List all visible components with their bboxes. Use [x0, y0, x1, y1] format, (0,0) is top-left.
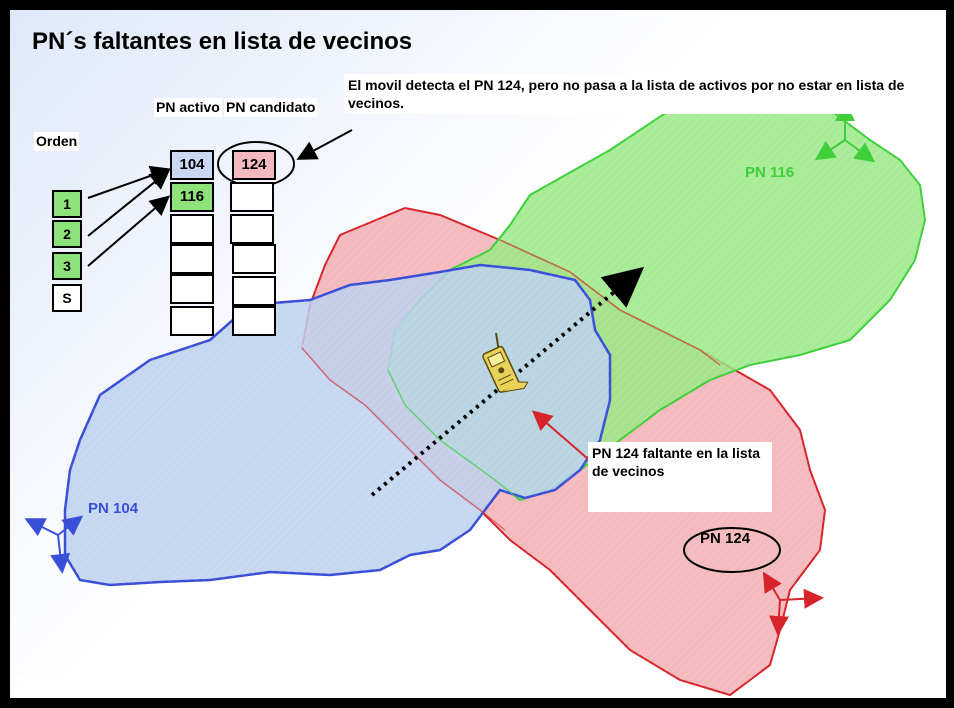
- orden-item-2: 2: [52, 220, 82, 248]
- candidato-cell-6: [232, 306, 276, 336]
- orden-label: Orden: [34, 132, 80, 151]
- orden-item-3: 3: [52, 252, 82, 280]
- col-candidato-title: PN candidato: [224, 98, 318, 117]
- frame-left: [0, 0, 10, 708]
- note-detecta: El movil detecta el PN 124, pero no pasa…: [344, 74, 946, 114]
- slide: PN´s faltantes en lista de vecinos Orden…: [10, 10, 946, 698]
- note-faltante: PN 124 faltante en la lista de vecinos: [588, 442, 772, 512]
- col-activo-title: PN activo: [154, 98, 222, 117]
- orden-item-s: S: [52, 284, 82, 312]
- antenna-pn104-icon: [24, 515, 84, 574]
- candidato-cell-5: [232, 276, 276, 306]
- frame-bottom: [0, 698, 954, 708]
- antenna-pn124-icon: [762, 571, 824, 636]
- mobile-phone-icon: [482, 332, 529, 393]
- page-title: PN´s faltantes en lista de vecinos: [32, 28, 413, 55]
- orden-item-1: 1: [52, 190, 82, 218]
- coverage-diagram: [18, 83, 927, 698]
- candidato-cell-1: 124: [232, 150, 276, 180]
- activo-cell-2: 116: [170, 182, 214, 212]
- frame-right: [946, 0, 954, 708]
- label-pn104: PN 104: [88, 500, 139, 517]
- activo-cell-4: [170, 244, 214, 274]
- candidato-cell-4: [232, 244, 276, 274]
- candidato-cell-2: [230, 182, 274, 212]
- label-pn116: PN 116: [745, 164, 795, 181]
- activo-cell-6: [170, 306, 214, 336]
- movement-arrow: [370, 266, 645, 497]
- label-pn124: PN 124: [700, 530, 751, 547]
- activo-cell-5: [170, 274, 214, 304]
- activo-cell-1: 104: [170, 150, 214, 180]
- activo-cell-3: [170, 214, 214, 244]
- candidato-cell-3: [230, 214, 274, 244]
- frame-top: [0, 0, 954, 10]
